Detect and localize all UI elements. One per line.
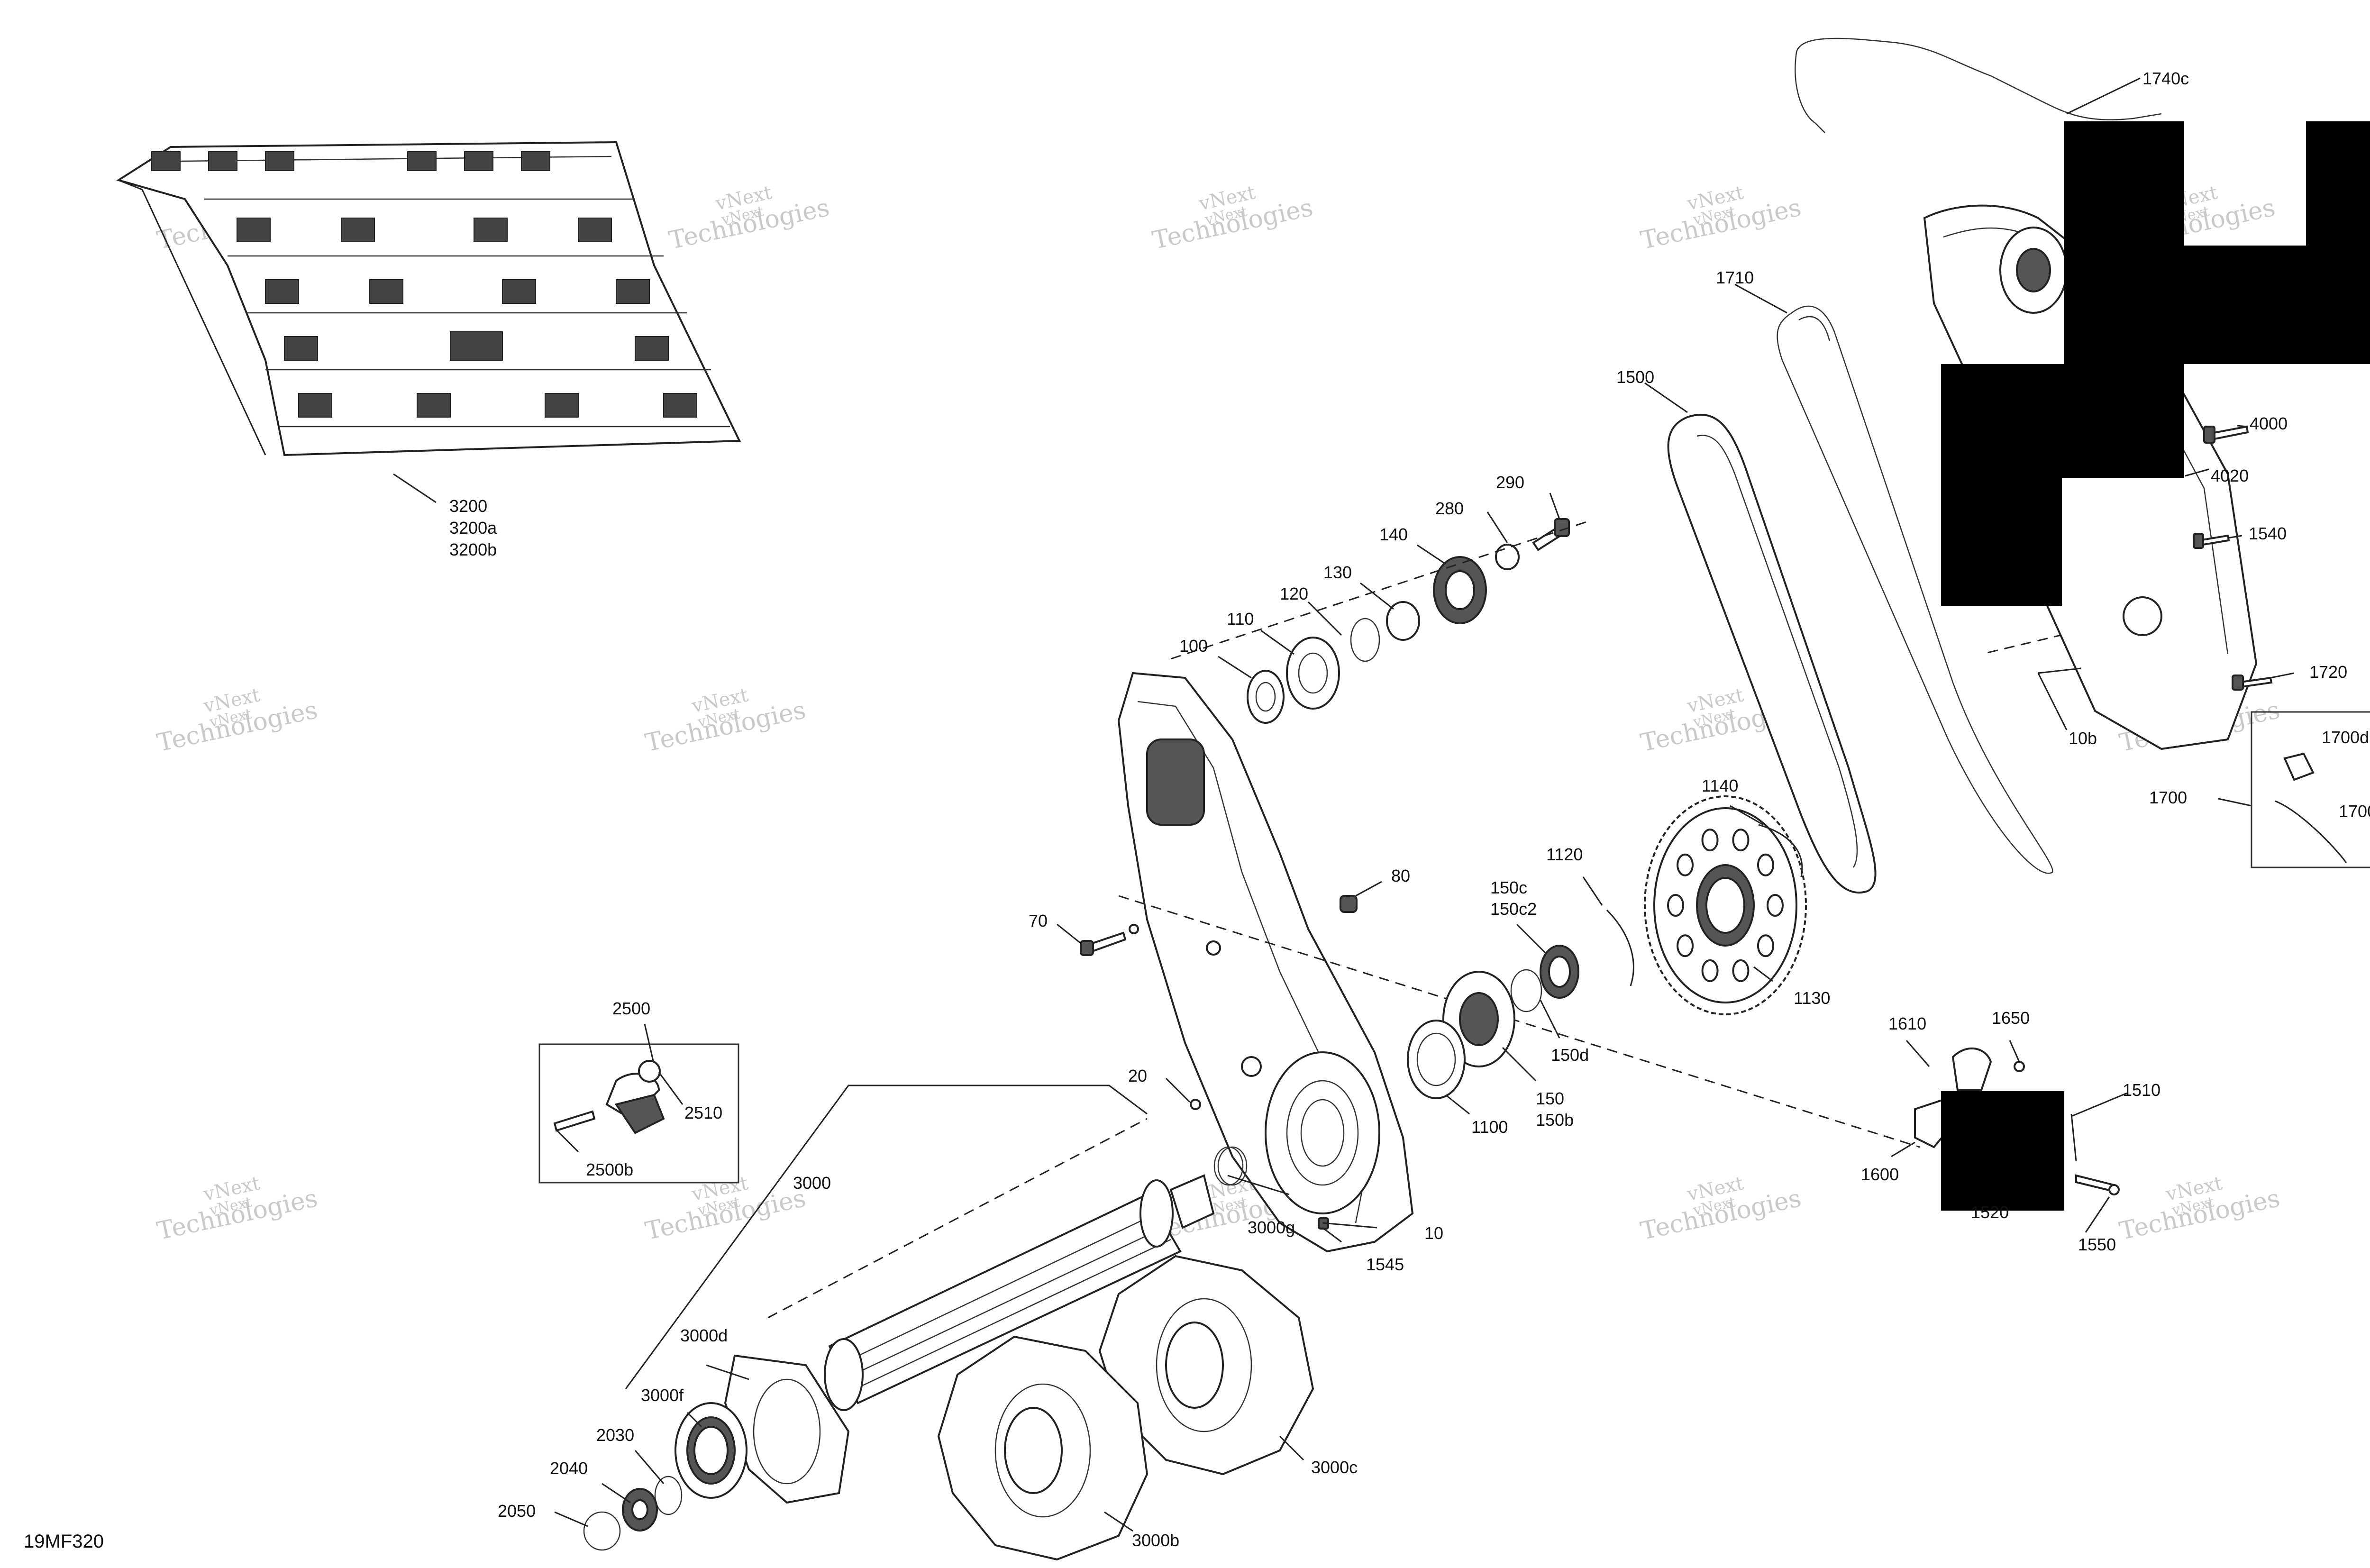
callout-150c2: 150c2 xyxy=(1490,899,1537,919)
callout-20: 20 xyxy=(1128,1066,1147,1085)
callout-70: 70 xyxy=(1029,911,1048,930)
callout-120: 120 xyxy=(1280,584,1308,603)
callout-1710: 1710 xyxy=(1716,268,1754,287)
gear-hole xyxy=(1767,894,1784,917)
detail-box-2500 xyxy=(538,1043,739,1184)
callout-1130: 1130 xyxy=(1794,988,1830,1008)
callout-1650: 1650 xyxy=(1992,1008,2030,1028)
track-3200 xyxy=(116,141,741,456)
redaction-block xyxy=(1941,478,2062,606)
gear-hole xyxy=(1677,934,1694,957)
leader-lines xyxy=(554,77,2295,1532)
diagram-code: 19MF320 xyxy=(24,1531,104,1552)
callout-3000g: 3000g xyxy=(1248,1218,1295,1237)
chain-1500 xyxy=(1667,414,1877,894)
callout-1100: 1100 xyxy=(1471,1117,1508,1137)
wire-1740c xyxy=(1795,37,2162,133)
callout-1500: 1500 xyxy=(1616,367,1654,387)
redaction-block xyxy=(2306,121,2370,246)
callout-280: 280 xyxy=(1435,499,1464,518)
callout-2050: 2050 xyxy=(498,1501,536,1521)
callout-3200b: 3200b xyxy=(449,540,497,559)
big-gear-1130 xyxy=(1644,795,1807,1015)
callout-2030: 2030 xyxy=(596,1425,634,1445)
callout-150c: 150c xyxy=(1490,878,1527,897)
callout-1540: 1540 xyxy=(2249,524,2287,543)
gear-hole xyxy=(1757,853,1774,876)
callout-130: 130 xyxy=(1323,563,1352,582)
callout-1550: 1550 xyxy=(2078,1235,2116,1254)
callout-1600: 1600 xyxy=(1861,1165,1899,1184)
callout-3200a: 3200a xyxy=(449,518,497,538)
callout-80: 80 xyxy=(1391,866,1410,885)
redaction-block xyxy=(2064,121,2184,246)
gear-hole xyxy=(1667,894,1684,917)
callout-100: 100 xyxy=(1179,636,1208,656)
redaction-block xyxy=(1941,364,2184,478)
callout-110: 110 xyxy=(1227,609,1254,629)
upper-gear-stack xyxy=(1247,518,1570,724)
callout-labels: 3200 3200a 3200b 290 280 140 130 120 110… xyxy=(449,69,2370,1550)
callout-140: 140 xyxy=(1379,525,1408,544)
gear-hole xyxy=(1677,853,1694,876)
callout-150d: 150d xyxy=(1551,1045,1589,1065)
callout-2040: 2040 xyxy=(550,1459,588,1478)
gear-hole xyxy=(1701,959,1719,982)
callout-2500b: 2500b xyxy=(586,1160,633,1179)
callout-4000: 4000 xyxy=(2250,414,2288,433)
callout-150: 150 xyxy=(1536,1089,1564,1108)
gear-hole xyxy=(1732,829,1750,852)
callout-1700d: 1700d xyxy=(2322,728,2369,747)
callout-1545: 1545 xyxy=(1366,1255,1404,1274)
callout-1740c: 1740c xyxy=(2142,69,2189,88)
callout-1610: 1610 xyxy=(1888,1014,1926,1033)
callout-1700: 1700 xyxy=(2149,788,2187,807)
callout-10: 10 xyxy=(1424,1223,1443,1243)
redaction-block xyxy=(2064,246,2370,364)
callout-150b: 150b xyxy=(1536,1110,1574,1130)
callout-3000b: 3000b xyxy=(1132,1531,1179,1550)
callout-1720: 1720 xyxy=(2309,662,2347,682)
bearing-housing xyxy=(1265,1051,1380,1214)
callout-3000: 3000 xyxy=(793,1173,831,1193)
callout-1140: 1140 xyxy=(1702,776,1738,795)
sprocket-3000c xyxy=(1098,1255,1314,1476)
callout-290: 290 xyxy=(1496,473,1524,492)
strap-1710 xyxy=(1777,305,2053,874)
callout-4020: 4020 xyxy=(2211,466,2249,485)
callout-1510: 1510 xyxy=(2123,1080,2160,1100)
detail-box-1700 xyxy=(2251,711,2370,868)
callout-3000d: 3000d xyxy=(680,1326,728,1345)
callout-2500: 2500 xyxy=(612,999,650,1018)
callout-1120: 1120 xyxy=(1546,845,1583,864)
callout-3200: 3200 xyxy=(449,496,487,516)
sprocket-3000b xyxy=(937,1335,1149,1561)
callout-10b: 10b xyxy=(2069,729,2097,748)
gear-hole xyxy=(1701,829,1719,852)
callout-2510: 2510 xyxy=(684,1103,722,1122)
redaction-block xyxy=(1941,1091,2064,1211)
drive-shaft-3000 xyxy=(824,1146,1248,1411)
gear-hole xyxy=(1732,959,1750,982)
callout-1700f: 1700f xyxy=(2339,802,2370,821)
callout-3000c: 3000c xyxy=(1311,1458,1358,1477)
callout-3000f: 3000f xyxy=(641,1386,684,1405)
gear-hole xyxy=(1757,934,1774,957)
callout-1520: 1520 xyxy=(1971,1203,2009,1222)
